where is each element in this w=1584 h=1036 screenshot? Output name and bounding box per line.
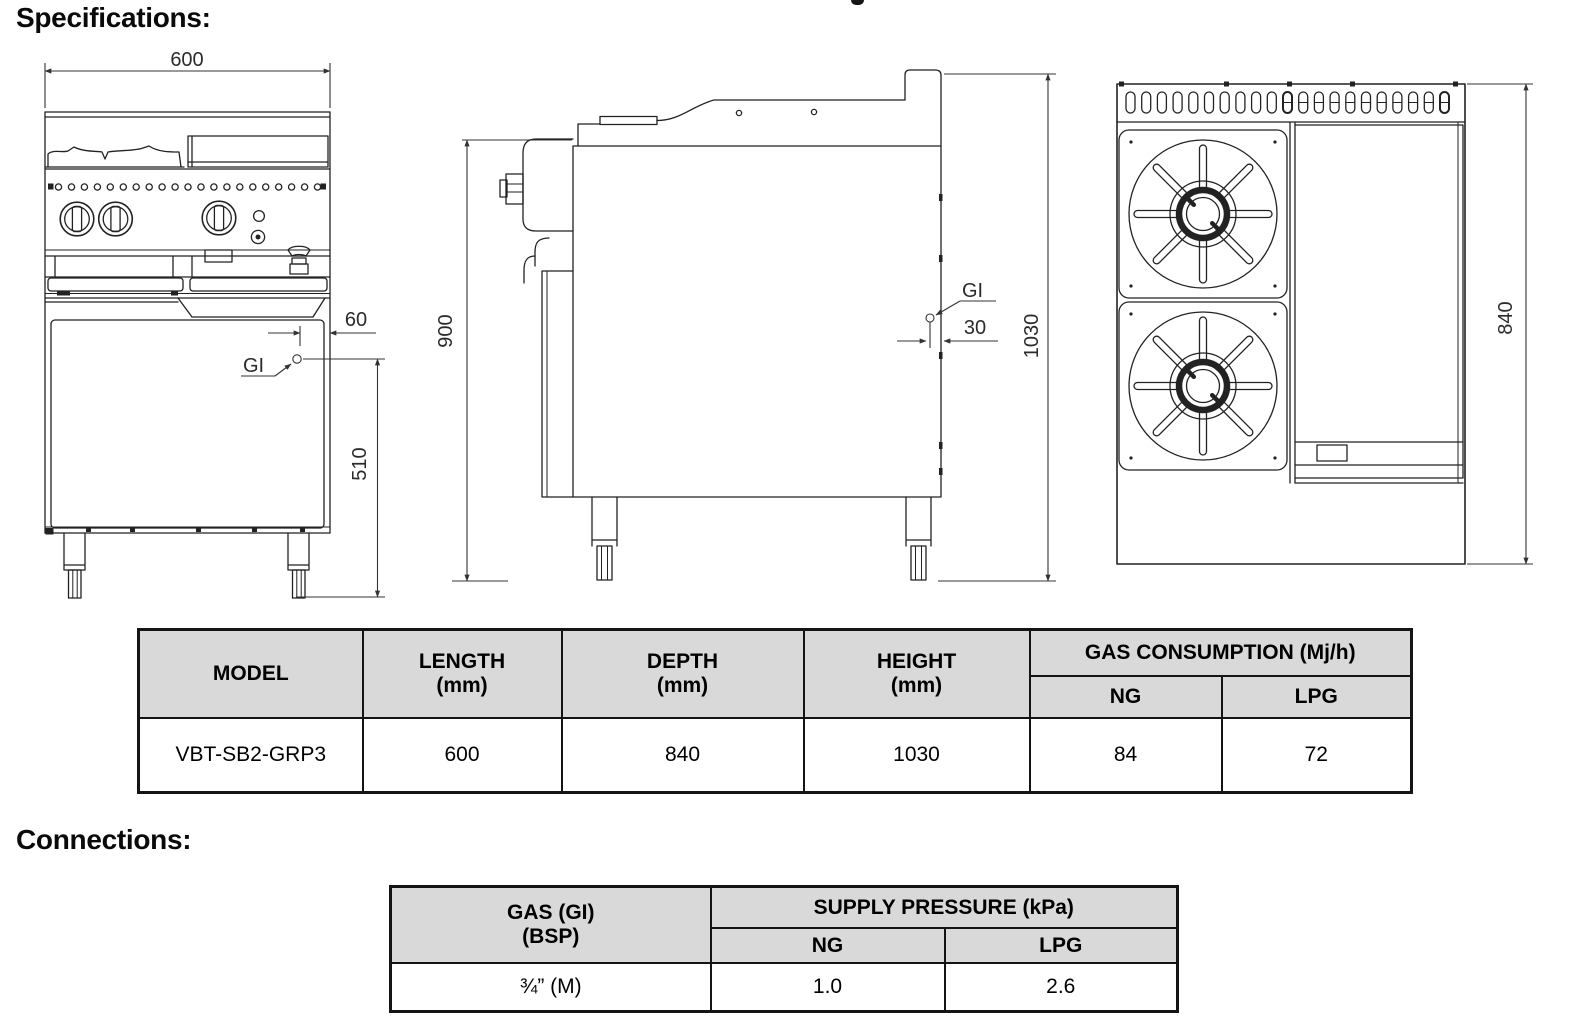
- cropped-text-artifact: [851, 0, 864, 5]
- table-row: VBT-SB2-GRP3 600 840 1030 84 72: [137, 717, 1413, 794]
- height-value: 1030: [802, 717, 1031, 794]
- splashback-profile: [577, 69, 942, 147]
- col-header-gas-connection: GAS (GI) (BSP): [389, 885, 712, 964]
- dim-30-label: 30: [964, 317, 986, 339]
- overall-height-dimension: 1030: [938, 73, 1056, 582]
- dim-900-label: 900: [435, 314, 457, 347]
- col-header-supply-pressure: SUPPLY PRESSURE (kPa): [709, 885, 1179, 929]
- rear-vent-slots: [1125, 91, 1450, 114]
- open-burner-silhouette: [47, 145, 182, 168]
- col-header-ng: NG: [709, 927, 946, 964]
- gas-inlet-marker: GI: [241, 354, 302, 377]
- burner-grate: [1118, 301, 1288, 471]
- door-bracket: [523, 255, 536, 284]
- vent-hole-row: [48, 183, 326, 191]
- door-bracket: [534, 237, 550, 267]
- lpg-consumption-value: 72: [1220, 717, 1413, 794]
- control-panel-profile: [499, 138, 574, 232]
- depth-dimension: 840: [1467, 83, 1533, 565]
- col-header-lpg: LPG: [943, 927, 1179, 964]
- connections-table: GAS (GI) (BSP) SUPPLY PRESSURE (kPa) NG …: [389, 885, 1180, 1013]
- leg: [591, 496, 618, 581]
- griddle-handle: [1316, 444, 1348, 462]
- side-body-outline: [499, 69, 943, 581]
- gas-inlet-label: GI: [962, 280, 983, 302]
- col-header-ng: NG: [1028, 675, 1223, 719]
- col-header-model: MODEL: [137, 628, 364, 719]
- front-elevation-drawing: 600: [44, 49, 385, 599]
- dim-60-label: 60: [345, 309, 367, 331]
- leg: [287, 532, 310, 599]
- table-row: ¾” (M) 1.0 2.6: [389, 962, 1179, 1013]
- leg: [905, 496, 932, 581]
- length-value: 600: [361, 717, 563, 794]
- drip-tray-lip: [177, 297, 326, 318]
- lpg-pressure-value: 2.6: [943, 962, 1179, 1013]
- model-value: VBT-SB2-GRP3: [137, 717, 364, 794]
- front-body-outline: [44, 111, 331, 599]
- dim-840-label: 840: [1495, 301, 1517, 334]
- dim-510-label: 510: [349, 447, 371, 480]
- griddle-plate-front: [187, 135, 329, 168]
- ng-pressure-value: 1.0: [709, 962, 946, 1013]
- gas-offset-dimension: 30: [897, 317, 998, 348]
- gas-inlet-label: GI: [243, 355, 264, 377]
- width-dimension: 600: [44, 49, 331, 108]
- leg: [63, 532, 86, 599]
- side-elevation-drawing: 900: [435, 69, 1056, 582]
- connection-size-value: ¾” (M): [389, 962, 712, 1013]
- griddle-plate-plan: [1294, 121, 1464, 484]
- oven-door: [50, 319, 325, 529]
- specifications-heading: Specifications:: [16, 2, 211, 33]
- control-knob: [97, 201, 134, 237]
- burner-grate: [1118, 129, 1288, 299]
- specifications-table: MODEL LENGTH (mm) DEPTH (mm) HEIGHT (mm)…: [137, 628, 1413, 794]
- col-header-height: HEIGHT (mm): [802, 628, 1031, 719]
- col-header-depth: DEPTH (mm): [560, 628, 805, 719]
- gas-offset-dimension: 60: [268, 309, 376, 346]
- col-header-lpg: LPG: [1220, 675, 1413, 719]
- col-header-length: LENGTH (mm): [361, 628, 563, 719]
- plan-body-outline: [1116, 81, 1466, 565]
- dim-600-label: 600: [170, 49, 203, 71]
- worktop-height-dimension: 900: [435, 139, 572, 582]
- connections-heading: Connections:: [16, 824, 192, 855]
- col-header-gas-consumption: GAS CONSUMPTION (Mj/h): [1028, 628, 1413, 677]
- gas-height-dimension: 510: [296, 358, 385, 598]
- ng-consumption-value: 84: [1028, 717, 1223, 794]
- control-knob: [201, 200, 237, 236]
- plan-view-drawing: 840: [1116, 81, 1533, 565]
- control-knob: [59, 201, 95, 237]
- igniter-box: [204, 249, 233, 263]
- pilot-hole: [252, 209, 266, 223]
- dim-1030-label: 1030: [1021, 314, 1043, 359]
- depth-value: 840: [560, 717, 805, 794]
- igniter-button: [250, 229, 266, 245]
- oven-door-profile: [541, 270, 574, 498]
- gas-inlet-marker: GI: [925, 280, 996, 323]
- gas-valve: [287, 245, 311, 275]
